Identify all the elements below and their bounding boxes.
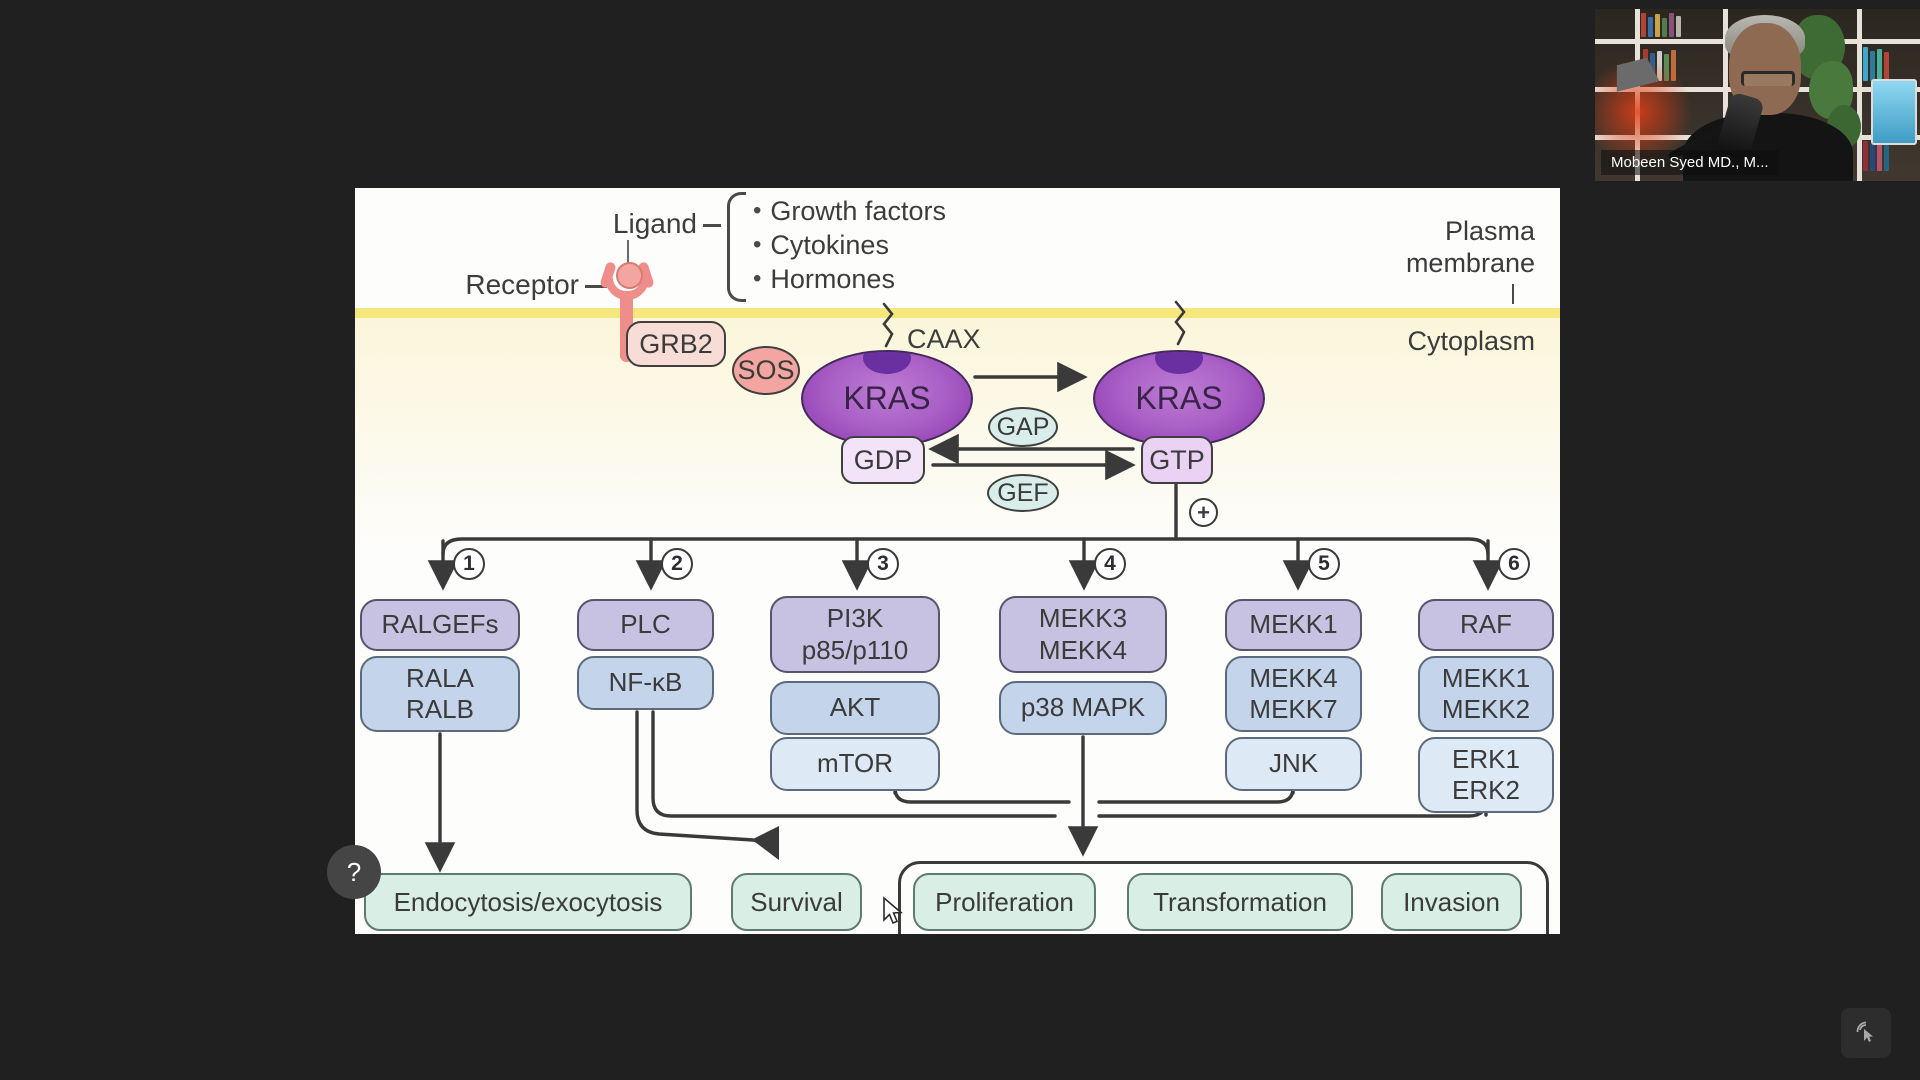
ligand-list-item: • Cytokines: [753, 228, 946, 262]
pathway-box-jnk: JNK: [1225, 737, 1362, 791]
ligand-item-label: Growth factors: [770, 195, 946, 226]
pathway-box-pi3k: PI3K p85/p110: [770, 596, 940, 673]
branch-number-1: 1: [453, 548, 485, 580]
ligand-item-label: Hormones: [770, 263, 895, 294]
pathway-box-akt: AKT: [770, 681, 940, 735]
ligand-item-label: Cytokines: [770, 229, 889, 260]
pathway-box-erk1-erk2: ERK1 ERK2: [1418, 737, 1554, 813]
caax-label: CAAX: [907, 324, 981, 354]
bookshelf-support: [1857, 9, 1862, 181]
branch-number-6: 6: [1498, 548, 1530, 580]
kras-label: KRAS: [1135, 380, 1223, 416]
ligand-list: • Growth factors • Cytokines • Hormones: [753, 194, 946, 296]
outcome-invasion: Invasion: [1381, 873, 1522, 931]
ligand-label: Ligand: [612, 208, 697, 239]
grb2-node: GRB2: [626, 321, 726, 367]
background-screen: [1871, 79, 1917, 145]
plasma-membrane-band: [355, 308, 1560, 318]
ligand-dash: [703, 224, 721, 227]
bullet-icon: •: [753, 265, 762, 292]
gap-node: GAP: [988, 407, 1058, 447]
branch-number-5: 5: [1308, 548, 1340, 580]
outcome-proliferation: Proliferation: [913, 873, 1096, 931]
ligand-pointer-line: [627, 240, 629, 266]
gdp-node: GDP: [841, 436, 925, 484]
kras-notch: [863, 352, 911, 374]
branch-number-3: 3: [867, 548, 899, 580]
pathway-box-mekk4-mekk7: MEKK4 MEKK7: [1225, 656, 1362, 732]
help-badge[interactable]: ?: [327, 845, 381, 899]
bullet-icon: •: [753, 231, 762, 258]
ligand-list-bracket: [727, 192, 746, 302]
branch-number-2: 2: [661, 548, 693, 580]
pathway-box-mekk3-mekk4: MEKK3 MEKK4: [999, 596, 1167, 673]
ligand-ball-icon: [616, 262, 643, 289]
activation-plus-badge: +: [1189, 498, 1218, 527]
outcome-endocytosis: Endocytosis/exocytosis: [364, 873, 692, 931]
ligand-list-item: • Hormones: [753, 262, 946, 296]
ligand-list-item: • Growth factors: [753, 194, 946, 228]
pathway-box-mekk1-mekk2: MEKK1 MEKK2: [1418, 656, 1554, 732]
pathway-box-nfkb: NF-κB: [577, 656, 714, 710]
receptor-label: Receptor: [465, 269, 579, 300]
books: [1863, 141, 1889, 171]
pathway-box-rala-ralb: RALA RALB: [360, 656, 520, 732]
branch-number-4: 4: [1094, 548, 1126, 580]
kras-gdp-node: KRAS: [801, 350, 973, 447]
outcome-group-bracket: [898, 861, 1549, 934]
bookshelf-support: [1723, 9, 1728, 181]
remote-control-button[interactable]: [1841, 1008, 1891, 1058]
sos-node: SOS: [732, 346, 800, 395]
webcam-tile[interactable]: Mobeen Syed MD., M...: [1595, 9, 1920, 181]
bullet-icon: •: [753, 197, 762, 224]
shared-slide-kras-pathway: Ligand • Growth factors • Cytokines • Ho…: [355, 188, 1560, 934]
speaker-glasses: [1741, 71, 1795, 86]
pathway-box-mekk1: MEKK1: [1225, 599, 1362, 651]
pathway-box-mtor: mTOR: [770, 737, 940, 791]
pathway-box-raf: RAF: [1418, 599, 1554, 651]
cytoplasm-label: Cytoplasm: [1407, 326, 1535, 356]
pathway-connector-lines: [424, 300, 1504, 873]
pathway-box-ralgefs: RALGEFs: [360, 599, 520, 651]
outcome-transformation: Transformation: [1127, 873, 1353, 931]
receptor-dash: [585, 285, 607, 288]
kras-notch: [1155, 352, 1203, 374]
kras-label: KRAS: [843, 380, 931, 416]
books: [1641, 13, 1681, 37]
kras-gtp-node: KRAS: [1093, 350, 1265, 447]
gef-node: GEF: [987, 474, 1059, 512]
mouse-cursor: [883, 896, 904, 925]
plasma-membrane-tick: [1512, 284, 1514, 304]
outcome-survival: Survival: [731, 873, 862, 931]
pathway-box-p38-mapk: p38 MAPK: [999, 681, 1167, 735]
participant-name-label: Mobeen Syed MD., M...: [1601, 150, 1779, 175]
remote-control-icon: [1856, 1021, 1873, 1042]
books: [1863, 47, 1889, 81]
gtp-node: GTP: [1141, 436, 1213, 484]
pathway-box-plc: PLC: [577, 599, 714, 651]
plasma-membrane-label: Plasma membrane: [1405, 216, 1535, 278]
